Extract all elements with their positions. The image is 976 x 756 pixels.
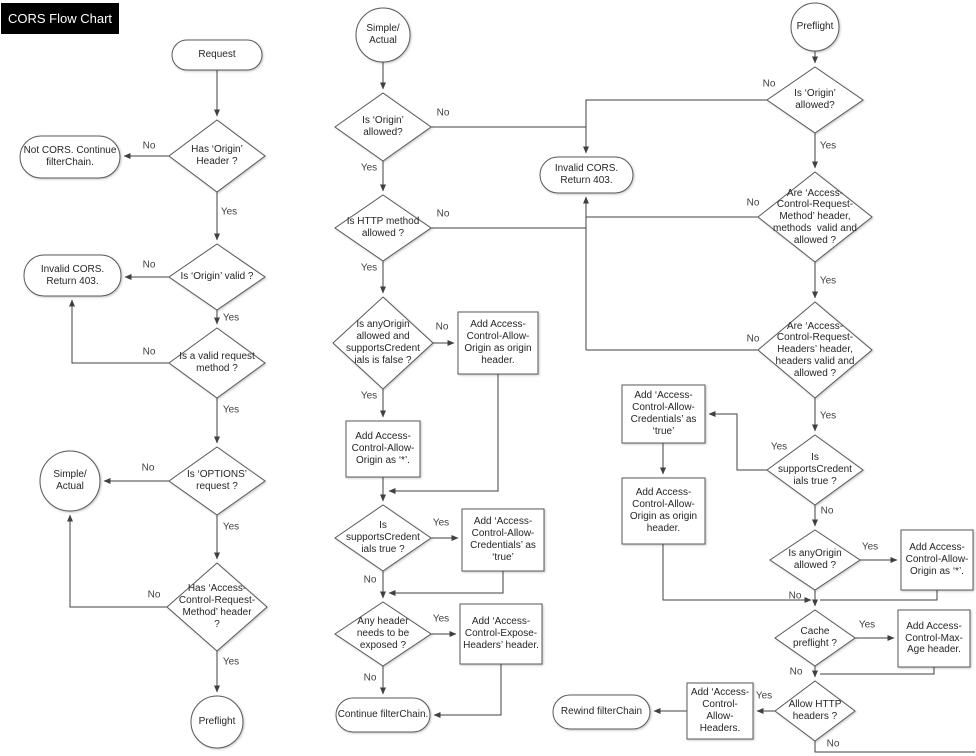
shape-add-acao-origin2-rect <box>457 311 539 375</box>
shape-simple-actual2-circle <box>355 7 411 63</box>
shape-add-acao-star2-rect <box>345 420 421 478</box>
shape-invalid-cors-mid <box>539 156 634 194</box>
shape-origin-allowed2-diamond <box>334 92 432 162</box>
shape-preflight3-circle <box>790 2 840 52</box>
shape-max-age-rect <box>897 609 971 668</box>
edge-aceh-join <box>433 664 502 718</box>
shape-add-acac2-rect <box>461 508 545 572</box>
shape-supports-cred3-diamond <box>766 434 864 506</box>
shape-supports-cred2-diamond <box>334 504 432 572</box>
shape-cache-diamond <box>774 609 856 667</box>
edge-maxage-join <box>820 667 935 675</box>
shape-simple-actual-circle <box>39 450 101 512</box>
shape-has-acrm-diamond <box>166 562 268 652</box>
shape-rewind-stadium <box>552 694 651 730</box>
edge-originallowed3-no <box>583 99 767 154</box>
edge-star3-join <box>820 590 938 601</box>
chart-title: CORS Flow Chart <box>1 3 119 34</box>
shape-anyorigin3-diamond <box>769 529 861 591</box>
shape-add-acao-star3-rect <box>900 529 974 591</box>
shape-preflight-circle <box>190 695 244 749</box>
shape-any-header-diamond <box>334 601 432 667</box>
edge-acaoorigin3-join <box>662 544 812 603</box>
shape-http-method-diamond <box>334 194 432 262</box>
edge-allowhttp-no <box>814 741 975 753</box>
shape-anyorigin2-diamond <box>332 296 434 390</box>
shape-not-cors <box>19 135 121 179</box>
shape-acrh3-diamond <box>757 301 873 399</box>
edge-validmethod-no <box>69 299 169 364</box>
edge-acaoorigin2-join <box>388 374 499 494</box>
connectors <box>67 51 975 753</box>
shape-origin-allowed3-diamond <box>766 66 864 134</box>
shape-acrm3-diamond <box>757 171 873 263</box>
edge-acac2-join <box>388 571 504 596</box>
shape-request <box>171 39 263 71</box>
shape-options-diamond <box>168 446 266 516</box>
shape-invalid-cors <box>23 254 122 297</box>
shape-add-aceh-rect <box>459 603 543 665</box>
shape-has-origin-diamond <box>168 119 266 193</box>
shape-add-acac3-rect <box>621 384 706 444</box>
shape-valid-method-diamond <box>168 327 266 399</box>
nodes <box>19 2 974 749</box>
edge-acrm-no <box>67 514 167 608</box>
shape-add-acah-rect <box>686 682 754 740</box>
shape-allow-http-diamond <box>774 680 856 742</box>
edge-supportscred3-yes <box>708 411 767 471</box>
shape-continue-stadium <box>335 697 431 733</box>
shape-add-acao-origin3-rect <box>621 477 706 545</box>
shape-origin-valid-diamond <box>168 243 266 311</box>
